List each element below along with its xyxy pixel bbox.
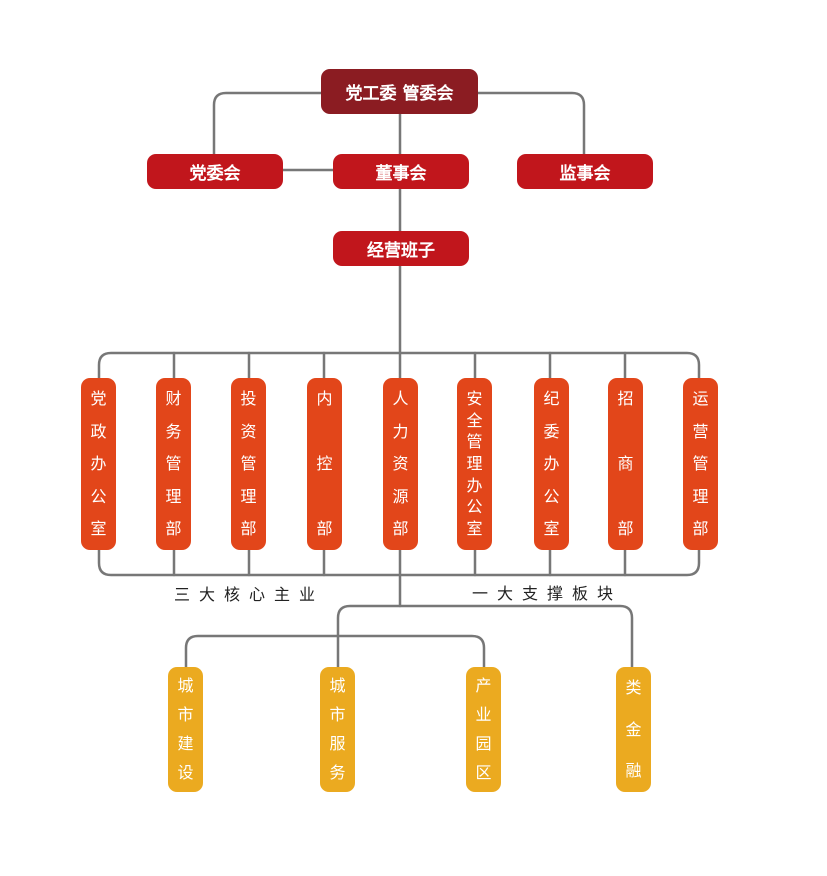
dept-char: 公 [90,486,107,506]
dept-safety-office: 安 全 管 理 办 公 室 [457,378,492,550]
dept-char: 资 [392,454,409,473]
node-board-of-supervisors: 监事会 [517,154,653,189]
dept-human-resources: 人 力 资 源 部 [383,378,418,550]
business-char: 融 [625,761,642,780]
line-top-supervisors [476,91,586,157]
dept-internal-control: 内 控 部 [307,378,342,550]
dept-char: 理 [240,486,257,506]
caption-support-sector: 一大支撑板块 [472,584,623,603]
business-char: 务 [329,763,346,782]
dept-char: 人 [392,389,409,408]
top-node-label: 党工委 管委会 [345,84,454,104]
dept-char: 控 [316,454,333,473]
business-quasi-finance: 类 金 融 [616,667,651,792]
dept-char: 公 [543,486,560,506]
dept-char: 运 [692,389,709,408]
node-party-committee: 党委会 [147,154,283,189]
caption-core-businesses: 三大核心主业 [174,585,325,604]
node-supervisors-label: 监事会 [559,164,611,184]
dept-char: 部 [692,519,709,538]
dept-char: 务 [165,421,182,441]
dept-char: 纪 [543,389,560,408]
business-char: 城 [329,676,346,695]
dept-char: 办 [543,454,560,473]
line-dept-drops [172,351,627,382]
dept-char: 部 [316,519,333,538]
dept-char: 理 [466,453,483,473]
dept-char: 办 [90,454,107,473]
dept-char: 委 [543,421,560,441]
node-board-label: 董事会 [375,164,427,184]
business-char: 城 [177,676,194,695]
business-char: 产 [475,676,492,695]
dept-char: 管 [466,432,483,452]
business-urban-construction: 城 市 建 设 [168,667,203,792]
dept-char: 办 [466,475,483,495]
business-char: 市 [177,705,194,724]
dept-finance: 财 务 管 理 部 [156,378,191,550]
dept-char: 投 [240,389,257,408]
dept-char: 理 [692,486,709,506]
dept-char: 管 [240,454,257,473]
line-top-party [212,91,324,157]
business-char: 业 [475,705,492,724]
node-management-label: 经营班子 [367,241,435,261]
dept-char: 源 [392,486,409,506]
dept-char: 室 [543,519,560,538]
dept-char: 资 [240,421,257,441]
dept-discipline-office: 纪 委 办 公 室 [534,378,569,550]
dept-party-office: 党 政 办 公 室 [81,378,116,550]
dept-char: 部 [165,519,182,538]
top-node-party-working-committee: 党工委 管委会 [321,69,478,114]
dept-char: 室 [90,519,107,538]
dept-char: 营 [692,421,709,441]
business-char: 类 [625,678,642,697]
business-industrial-park: 产 业 园 区 [466,667,501,792]
dept-char: 公 [466,497,483,517]
dept-char: 财 [165,389,182,408]
dept-investment-promotion: 招 商 部 [608,378,643,550]
line-business-bus-inner [184,634,486,670]
node-board-of-directors: 董事会 [333,154,469,189]
business-char: 市 [329,705,346,724]
dept-char: 全 [466,410,483,430]
dept-operations: 运 营 管 理 部 [683,378,718,550]
dept-char: 室 [466,518,483,538]
dept-char: 部 [240,519,257,538]
business-char: 园 [475,734,492,753]
dept-char: 政 [90,421,107,441]
business-char: 服 [329,734,346,753]
dept-char: 招 [617,389,634,408]
business-char: 区 [475,763,492,782]
dept-char: 理 [165,486,182,506]
dept-char: 力 [392,421,409,441]
dept-char: 管 [692,454,709,473]
dept-char: 安 [466,389,483,408]
dept-char: 商 [617,454,634,473]
line-dept-rises [172,546,627,577]
dept-investment: 投 资 管 理 部 [231,378,266,550]
dept-char: 内 [316,389,333,408]
business-urban-services: 城 市 服 务 [320,667,355,792]
line-business-bus-outer [336,604,634,670]
dept-char: 部 [617,519,634,538]
dept-char: 党 [90,389,107,408]
dept-char: 部 [392,519,409,538]
node-management-team: 经营班子 [333,231,469,266]
dept-char: 管 [165,454,182,473]
business-char: 设 [177,763,194,782]
business-char: 金 [625,719,642,739]
node-party-committee-label: 党委会 [189,164,241,184]
business-char: 建 [177,734,194,753]
